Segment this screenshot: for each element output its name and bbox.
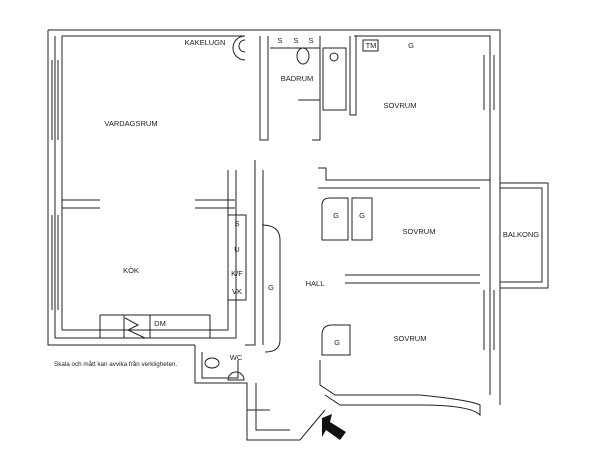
label-hall: HALL	[306, 279, 325, 288]
label-kitchen-s: S	[234, 219, 239, 228]
label-g-bed2a: G	[333, 211, 339, 220]
label-vardagsrum: VARDAGSRUM	[104, 119, 157, 128]
label-kitchen-vk: VK	[232, 287, 242, 296]
label-dm: DM	[154, 319, 166, 328]
label-s1: S	[277, 36, 282, 45]
label-kakelugn: KAKELUGN	[185, 38, 226, 47]
label-wc: WC	[230, 353, 243, 362]
label-g-bed3: G	[334, 338, 340, 347]
entrance-arrow-icon	[322, 414, 346, 440]
label-kitchen-kf: K/F	[231, 269, 243, 278]
label-sovrum-2: SOVRUM	[403, 227, 436, 236]
label-balkong: BALKONG	[503, 230, 539, 239]
label-tm: TM	[366, 41, 377, 50]
label-kok: KÖK	[123, 266, 139, 275]
label-s2: S	[293, 36, 298, 45]
label-sovrum-3: SOVRUM	[394, 334, 427, 343]
label-badrum: BADRUM	[281, 74, 314, 83]
label-g-hall: G	[268, 283, 274, 292]
walls	[47, 29, 549, 441]
disclaimer-note: Skala och mått kan avvika från verklighe…	[54, 360, 177, 368]
label-g-bed2b: G	[359, 211, 365, 220]
label-kitchen-u: U	[234, 245, 239, 254]
label-g-top: G	[408, 41, 414, 50]
label-s3: S	[308, 36, 313, 45]
label-sovrum-1: SOVRUM	[384, 101, 417, 110]
